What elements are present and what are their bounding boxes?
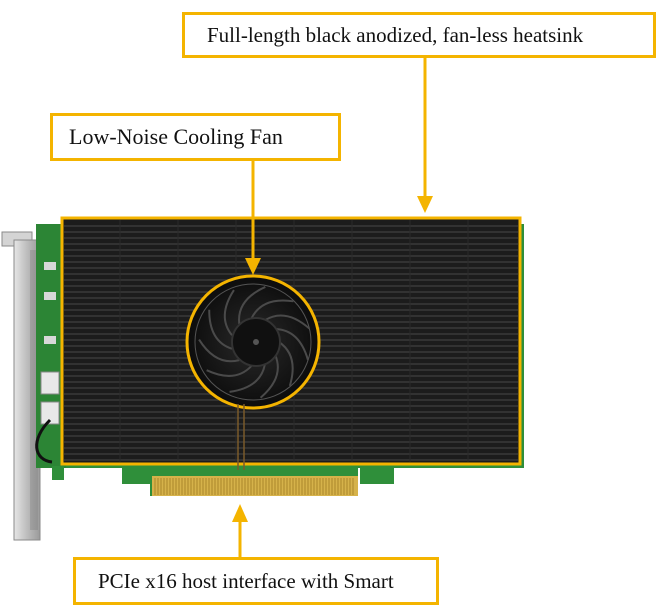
- callout-fan-text: Low-Noise Cooling Fan: [69, 124, 283, 149]
- pcie-gold-contacts: [152, 476, 358, 496]
- fan-blade: [229, 363, 266, 393]
- fan-blade: [250, 299, 294, 319]
- fan-blade: [208, 309, 233, 350]
- cooling-fan: [185, 274, 321, 470]
- callout-arrow-heatsink: [417, 58, 433, 213]
- fan-blade: [278, 341, 294, 387]
- fan-blade: [206, 365, 253, 377]
- callout-heatsink: Full-length black anodized, fan-less hea…: [182, 12, 656, 58]
- fan-blade: [238, 286, 266, 324]
- fan-blade: [223, 289, 235, 336]
- fan-blade: [264, 314, 311, 330]
- callout-pcie-text: PCIe x16 host interface with Smart: [98, 568, 394, 593]
- mounting-bracket: [1, 231, 41, 541]
- fan-cable: [237, 404, 245, 470]
- pcb-components: [35, 262, 60, 464]
- fan-blade: [198, 339, 240, 363]
- heatsink-highlight: [60, 216, 522, 466]
- callout-heatsink-text: Full-length black anodized, fan-less hea…: [207, 22, 584, 47]
- callout-fan: Low-Noise Cooling Fan: [50, 113, 341, 161]
- callout-pcie: PCIe x16 host interface with Smart: [73, 557, 439, 605]
- fan-blade: [259, 354, 279, 399]
- callout-arrow-fan: [245, 161, 261, 275]
- callout-arrow-pcie: [232, 504, 248, 557]
- fan-blade: [275, 328, 309, 361]
